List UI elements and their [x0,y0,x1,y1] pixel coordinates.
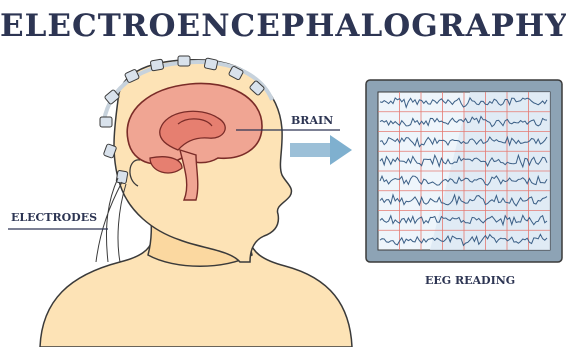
electrode-icon [204,58,218,70]
electrode-icon [116,170,128,184]
electrodes-label: ELECTRODES [11,211,97,224]
brain-label: BRAIN [291,114,333,127]
electrode-icon [100,117,112,127]
right-arrow-icon [290,135,352,165]
electrode-icon [150,59,164,71]
eeg-reading-label: EEG READING [425,274,515,287]
page-title: ELECTROENCEPHALOGRAPHY [0,8,566,44]
electrode-icon [178,56,190,66]
